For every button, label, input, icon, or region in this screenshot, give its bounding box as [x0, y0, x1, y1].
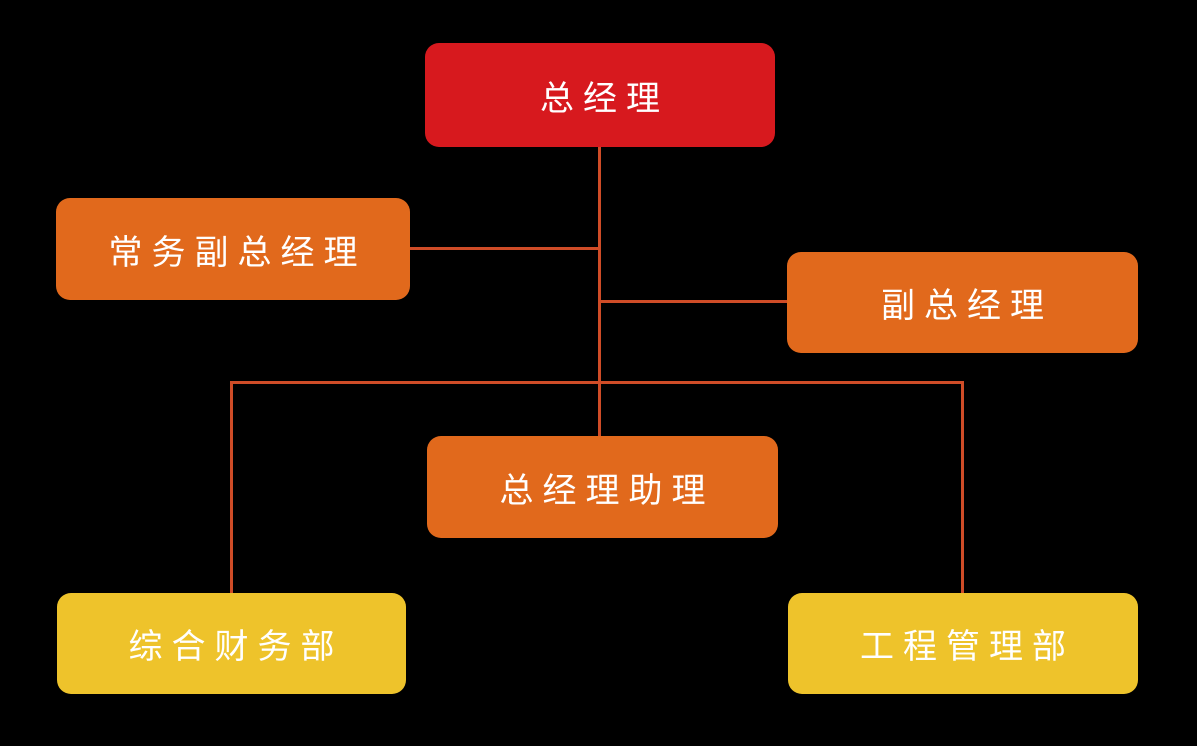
- connector-deputy-gm: [599, 300, 788, 303]
- connector-trunk-vertical: [598, 147, 601, 436]
- connector-executive-deputy-gm: [410, 247, 600, 250]
- connector-finance-dept: [230, 381, 233, 593]
- connector-engineering-dept: [961, 381, 964, 593]
- node-executive-deputy-general-manager: 常务副总经理: [56, 198, 410, 300]
- connector-departments-horizontal: [230, 381, 964, 384]
- node-general-manager-assistant: 总经理助理: [427, 436, 778, 538]
- node-engineering-management-department: 工程管理部: [788, 593, 1138, 694]
- node-finance-department: 综合财务部: [57, 593, 406, 694]
- node-deputy-general-manager: 副总经理: [787, 252, 1138, 353]
- node-general-manager: 总经理: [425, 43, 775, 147]
